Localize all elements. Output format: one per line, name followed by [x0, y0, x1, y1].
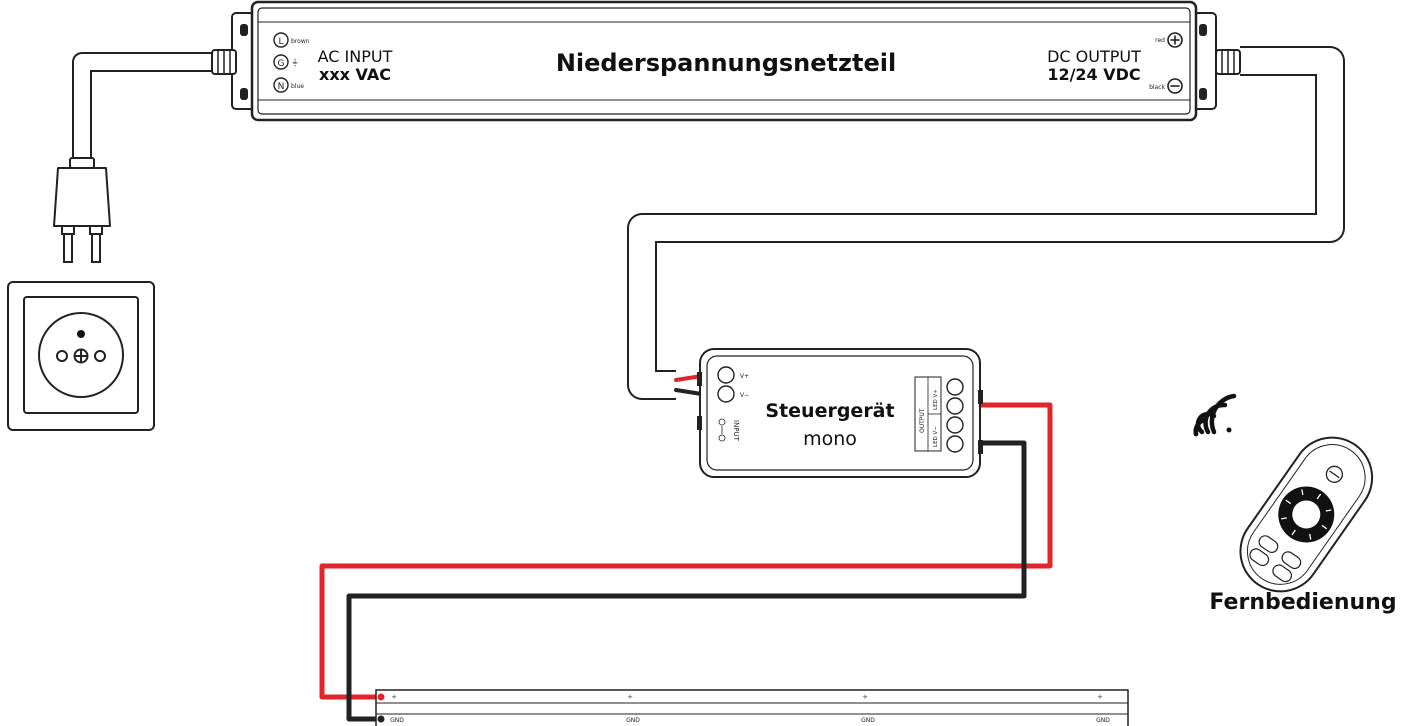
dc-output-value: 12/24 VDC — [1047, 65, 1140, 84]
controller-input-label: INPUT — [732, 420, 740, 442]
led-strip: + + + + GND GND GND GND — [375, 689, 1129, 726]
terminal-l-color: brown — [291, 38, 310, 45]
terminal-l-letter: L — [278, 37, 283, 47]
controller-led-plus: LED V+ — [933, 389, 939, 410]
remote-label: Fernbedienung — [1209, 590, 1396, 615]
dc-cable — [627, 46, 1345, 400]
terminal-red-label: red — [1155, 37, 1165, 44]
wall-socket-icon — [7, 281, 155, 431]
strip-plus-2: + — [627, 693, 633, 701]
output-wires — [319, 402, 1053, 722]
earth-icon: ⏚ — [291, 58, 299, 67]
strip-gnd-1: GND — [390, 717, 404, 724]
dc-output-label: DC OUTPUT — [1047, 47, 1141, 66]
controller-led-minus: LED V− — [933, 426, 939, 447]
remote-control-icon — [1239, 436, 1374, 593]
ac-input-value: xxx VAC — [319, 65, 391, 84]
terminal-g-letter: G — [278, 59, 285, 69]
strip-plus-4: + — [1097, 693, 1103, 701]
input-polarity-icons — [718, 418, 726, 442]
strip-gnd-4: GND — [1096, 717, 1110, 724]
strip-plus-3: + — [862, 693, 868, 701]
plug-icon — [53, 157, 111, 263]
controller: V+ V− INPUT Steuergerät mono OUTPUT LED … — [697, 348, 983, 478]
strip-plus-1: + — [391, 693, 397, 701]
controller-v-plus: V+ — [740, 373, 749, 380]
strip-gnd-2: GND — [626, 717, 640, 724]
terminal-n-color: blue — [291, 83, 304, 90]
controller-subtitle: mono — [803, 428, 857, 450]
controller-output-label: OUTPUT — [919, 408, 926, 433]
mains-cable — [72, 52, 214, 160]
controller-title: Steuergerät — [765, 400, 894, 422]
controller-v-minus: V− — [740, 392, 749, 399]
psu-title: Niederspannungsnetzteil — [556, 49, 896, 77]
terminal-black-label: black — [1149, 84, 1165, 91]
strip-gnd-3: GND — [861, 717, 875, 724]
terminal-n-letter: N — [278, 82, 285, 92]
ac-input-label: AC INPUT — [318, 47, 393, 66]
wireless-signal-icon — [1193, 393, 1237, 437]
power-supply: L G N brown ⏚ blue AC INPUT xxx VAC Nied… — [211, 0, 1241, 122]
